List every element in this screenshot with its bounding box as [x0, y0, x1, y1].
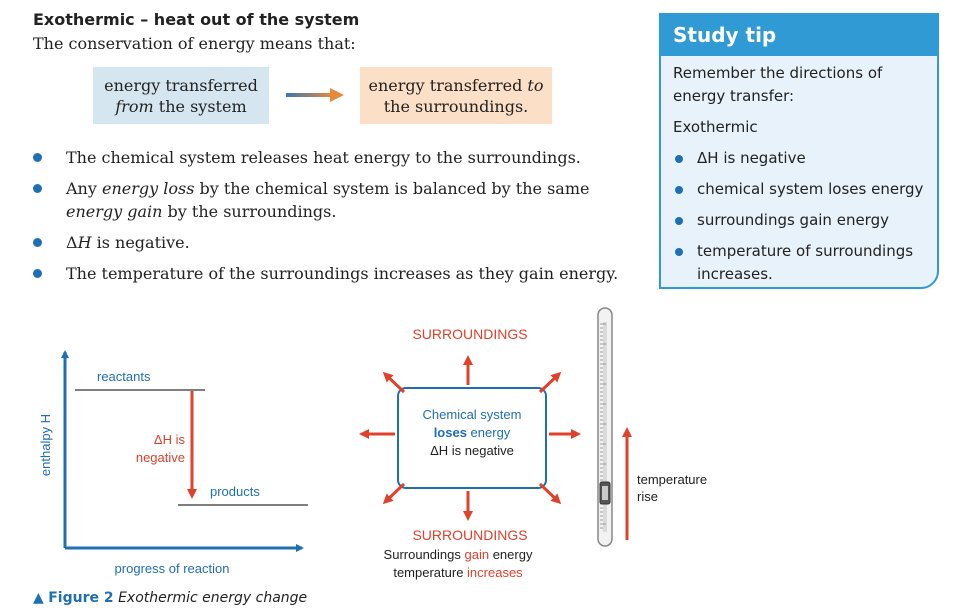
- from-rest: the system: [153, 96, 247, 116]
- system-label: loses energy: [434, 425, 511, 440]
- energy-from-box: energy transferred from the system: [93, 67, 269, 124]
- study-tip-box: Study tip Remember the directions of ene…: [659, 13, 939, 289]
- note-em: gain: [465, 547, 490, 562]
- bullet-h: H: [77, 233, 92, 252]
- bullet-list: The chemical system releases heat energy…: [33, 146, 653, 293]
- chemical-system-box: [397, 387, 547, 489]
- tip-item: ΔH is negative: [673, 147, 925, 170]
- tip-item: chemical system loses energy: [673, 178, 925, 201]
- system-diagram: SURROUNDINGS Chemical system loses energ…: [359, 326, 581, 580]
- x-axis-label: progress of reaction: [115, 561, 230, 576]
- arrow-diagonal-icon: [382, 371, 406, 394]
- to-line1: energy transferred: [368, 75, 528, 95]
- from-line1: energy transferred: [104, 75, 258, 95]
- figure-caption-text: Exothermic energy change: [118, 590, 308, 606]
- bullet-item: Any energy loss by the chemical system i…: [33, 177, 653, 223]
- delta-h-label: negative: [136, 450, 185, 465]
- system-label-bold: loses: [434, 425, 467, 440]
- bullet-text: The chemical system releases heat energy…: [66, 148, 581, 167]
- products-label: products: [210, 484, 260, 499]
- temperature-label: rise: [637, 489, 658, 504]
- arrow-diagonal-icon: [538, 371, 562, 394]
- surroundings-note: Surroundings gain energy: [384, 547, 533, 562]
- energy-to-box: energy transferred to the surroundings.: [360, 67, 552, 124]
- note-pre: temperature: [393, 565, 467, 580]
- tip-item: surroundings gain energy: [673, 209, 925, 232]
- bullet-text: Any: [66, 179, 102, 198]
- tip-line: energy transfer:: [673, 87, 795, 105]
- bullet-text: by the chemical system is balanced by th…: [194, 179, 590, 198]
- arrow-diagonal-icon: [538, 482, 562, 505]
- surroundings-top-label: SURROUNDINGS: [412, 326, 527, 342]
- intro-text: The conservation of energy means that:: [33, 34, 356, 53]
- bullet-text: by the surroundings.: [162, 202, 337, 221]
- system-label: ΔH is negative: [430, 443, 514, 458]
- bullet-dot-icon: [675, 155, 683, 163]
- bullet-dot-icon: [33, 184, 42, 193]
- tip-item-delta: ΔH: [697, 149, 719, 167]
- tip-item: temperature of surroundings increases.: [673, 240, 925, 286]
- arrow-diagonal-icon: [382, 482, 406, 505]
- to-line2: the surroundings.: [383, 96, 529, 116]
- note-post: energy: [489, 547, 533, 562]
- flow-arrow-icon: [286, 88, 344, 102]
- tip-item-text: increases.: [697, 265, 773, 283]
- tip-line: Remember the directions of: [673, 64, 883, 82]
- delta-h-label: ΔH is: [154, 432, 186, 447]
- tip-item-text: surroundings gain energy: [697, 211, 889, 229]
- surroundings-note: temperature increases: [393, 565, 523, 580]
- bullet-em: energy loss: [101, 179, 195, 198]
- bullet-dot-icon: [33, 153, 42, 162]
- note-pre: Surroundings: [384, 547, 465, 562]
- caption-triangle-icon: ▲: [33, 590, 44, 606]
- figure-diagram: enthalpy H progress of reaction reactant…: [38, 307, 707, 580]
- system-label-rest: energy: [467, 425, 511, 440]
- tip-item-text: chemical system loses energy: [697, 180, 924, 198]
- system-label: Chemical system: [423, 407, 522, 422]
- bullet-item: The temperature of the surroundings incr…: [33, 262, 653, 285]
- section-heading: Exothermic – heat out of the system: [33, 10, 360, 29]
- bullet-dot-icon: [675, 217, 683, 225]
- temperature-label: temperature: [637, 472, 707, 487]
- bullet-text: is negative.: [91, 233, 190, 252]
- to-italic: to: [527, 75, 544, 95]
- tip-subheading: Exothermic: [673, 118, 758, 136]
- tip-item-text: temperature of surroundings: [697, 242, 914, 260]
- y-axis-label: enthalpy H: [38, 414, 53, 476]
- study-tip-title: Study tip: [661, 15, 937, 56]
- tip-item-text: is negative: [718, 149, 806, 167]
- bullet-item: The chemical system releases heat energy…: [33, 146, 653, 169]
- bullet-item: ΔH is negative.: [33, 231, 653, 254]
- surroundings-bottom-label: SURROUNDINGS: [412, 527, 527, 543]
- from-italic: from: [115, 96, 154, 116]
- bullet-dot-icon: [33, 269, 42, 278]
- bullet-dot-icon: [675, 248, 683, 256]
- bullet-em: energy gain: [66, 202, 163, 221]
- note-em: increases: [467, 565, 523, 580]
- thermometer-icon: temperature rise: [597, 307, 707, 547]
- bullet-dot-icon: [675, 186, 683, 194]
- figure-caption: ▲ Figure 2 Exothermic energy change: [33, 590, 307, 606]
- bullet-dot-icon: [33, 238, 42, 247]
- reactants-label: reactants: [97, 369, 151, 384]
- bullet-delta: Δ: [66, 233, 78, 252]
- enthalpy-diagram: enthalpy H progress of reaction reactant…: [38, 350, 308, 576]
- figure-number: Figure 2: [48, 590, 114, 606]
- bullet-text: The temperature of the surroundings incr…: [66, 264, 619, 283]
